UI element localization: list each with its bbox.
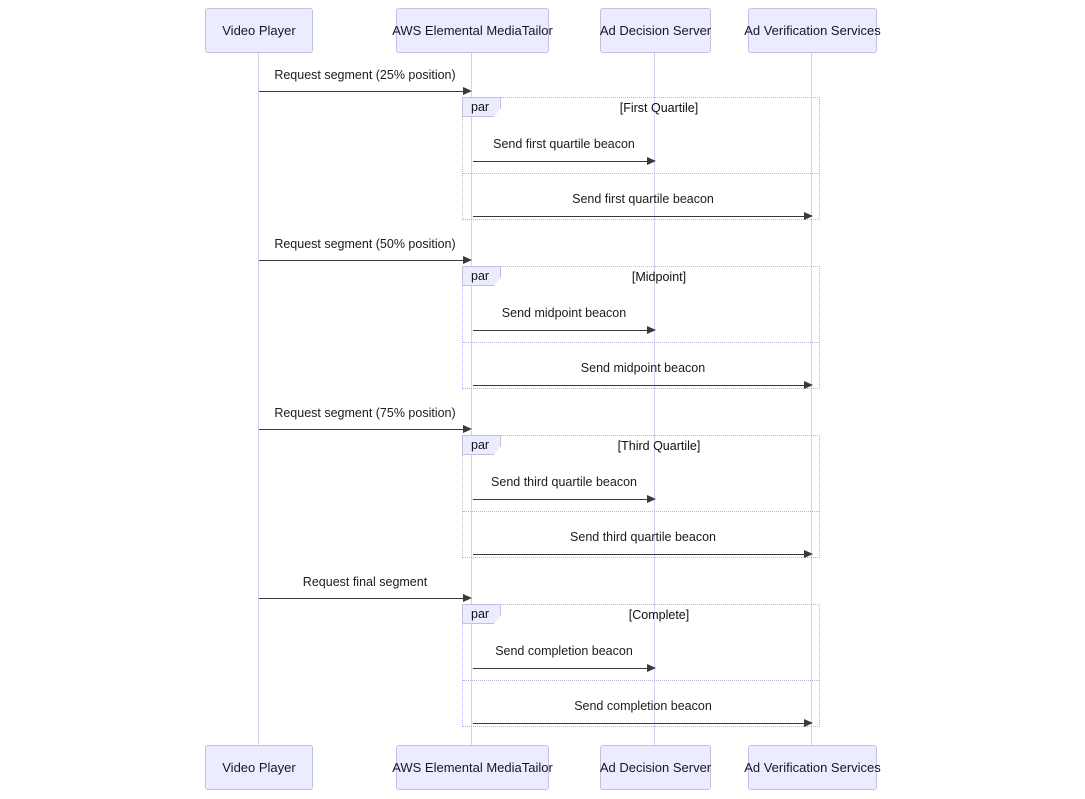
message-label-first-quartile-avs: Send first quartile beacon [572, 192, 714, 206]
message-arrow-first-quartile-ads [473, 157, 656, 165]
message-arrow-first-quartile-avs [473, 212, 813, 220]
arrowhead-icon [804, 212, 813, 220]
par-block-third-quartile: par [Third Quartile] Send third quartile… [462, 435, 820, 558]
message-label-third-quartile-ads: Send third quartile beacon [491, 475, 637, 489]
message-arrow-complete-avs [473, 719, 813, 727]
actor-top-video-player: Video Player [205, 8, 313, 53]
par-condition-label: [First Quartile] [619, 101, 699, 115]
arrowhead-icon [647, 326, 656, 334]
actor-label: AWS Elemental MediaTailor [392, 760, 553, 775]
actor-top-ad-verification-services: Ad Verification Services [744, 8, 881, 53]
arrowhead-icon [647, 157, 656, 165]
actor-bottom-ad-verification-services: Ad Verification Services [744, 745, 881, 790]
message-label-request-75: Request segment (75% position) [274, 406, 456, 420]
par-block-midpoint: par [Midpoint] Send midpoint beacon Send… [462, 266, 820, 389]
par-block-first-quartile: par [First Quartile] Send first quartile… [462, 97, 820, 220]
arrowhead-icon [463, 425, 472, 433]
lifeline-video-player [258, 53, 259, 745]
par-section-divider [463, 511, 819, 512]
message-label-midpoint-ads: Send midpoint beacon [501, 306, 627, 320]
arrowhead-icon [463, 594, 472, 602]
par-section-divider [463, 173, 819, 174]
message-arrow-third-quartile-ads [473, 495, 656, 503]
lifeline-ad-decision-server [654, 53, 655, 745]
message-label-request-50: Request segment (50% position) [274, 237, 456, 251]
par-condition-label: [Third Quartile] [617, 439, 701, 453]
par-condition-label: [Complete] [628, 608, 690, 622]
actor-label: Ad Decision Server [599, 760, 712, 775]
actor-label: Ad Verification Services [744, 760, 881, 775]
par-block-complete: par [Complete] Send completion beacon Se… [462, 604, 820, 727]
actor-bottom-video-player: Video Player [205, 745, 313, 790]
arrowhead-icon [647, 495, 656, 503]
message-arrow-midpoint-avs [473, 381, 813, 389]
arrowhead-icon [804, 381, 813, 389]
par-section-divider [463, 342, 819, 343]
actor-label: Video Player [222, 23, 296, 38]
arrowhead-icon [647, 664, 656, 672]
par-keyword-label: par [462, 97, 501, 117]
actor-label: Video Player [222, 760, 296, 775]
actor-top-mediatailor: AWS Elemental MediaTailor [392, 8, 553, 53]
message-label-complete-ads: Send completion beacon [495, 644, 633, 658]
actor-label: Ad Verification Services [744, 23, 881, 38]
lifeline-ad-verification-services [811, 53, 812, 745]
actor-bottom-ad-decision-server: Ad Decision Server [600, 745, 711, 790]
message-arrow-complete-ads [473, 664, 656, 672]
arrowhead-icon [804, 550, 813, 558]
message-arrow-request-75 [259, 425, 472, 433]
message-arrow-request-25 [259, 87, 472, 95]
message-label-request-25: Request segment (25% position) [274, 68, 456, 82]
par-condition-label: [Midpoint] [631, 270, 687, 284]
actor-label: AWS Elemental MediaTailor [392, 23, 553, 38]
message-arrow-request-final [259, 594, 472, 602]
par-section-divider [463, 680, 819, 681]
lifeline-mediatailor [471, 53, 472, 745]
par-keyword-label: par [462, 604, 501, 624]
message-arrow-third-quartile-avs [473, 550, 813, 558]
par-keyword-label: par [462, 266, 501, 286]
message-label-midpoint-avs: Send midpoint beacon [580, 361, 706, 375]
actor-label: Ad Decision Server [599, 23, 712, 38]
par-keyword-label: par [462, 435, 501, 455]
arrowhead-icon [804, 719, 813, 727]
message-label-request-final: Request final segment [302, 575, 428, 589]
message-arrow-request-50 [259, 256, 472, 264]
message-label-first-quartile-ads: Send first quartile beacon [493, 137, 635, 151]
arrowhead-icon [463, 256, 472, 264]
message-label-complete-avs: Send completion beacon [574, 699, 712, 713]
actor-bottom-mediatailor: AWS Elemental MediaTailor [392, 745, 553, 790]
message-label-third-quartile-avs: Send third quartile beacon [570, 530, 716, 544]
actor-top-ad-decision-server: Ad Decision Server [600, 8, 711, 53]
message-arrow-midpoint-ads [473, 326, 656, 334]
arrowhead-icon [463, 87, 472, 95]
